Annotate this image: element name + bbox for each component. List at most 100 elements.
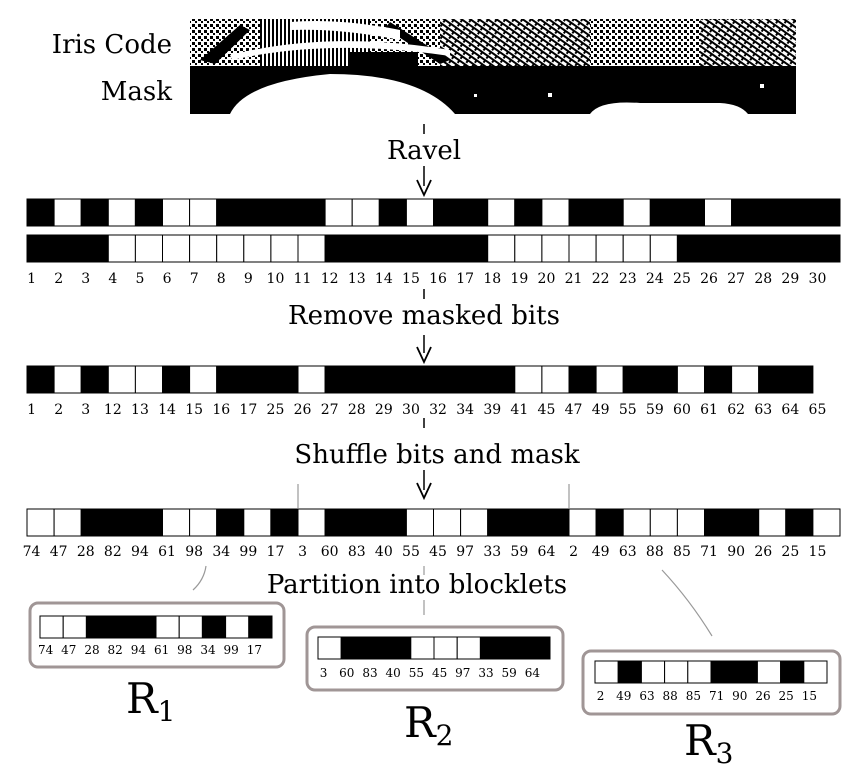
bit-index-label: 5 (135, 271, 144, 287)
bit-cell (26, 365, 55, 394)
bit-cell (456, 636, 481, 660)
bit-index-label: 94 (131, 643, 147, 657)
bit-cell (107, 365, 136, 394)
bit-cell (85, 615, 111, 639)
blocklet-bits (594, 660, 828, 684)
bit-index-label: 15 (802, 689, 817, 703)
bit-cell (785, 508, 814, 537)
bit-cell (53, 508, 82, 537)
bit-cell (243, 508, 272, 537)
bit-cell (378, 365, 407, 394)
bit-index-label: 23 (619, 271, 637, 287)
bit-index-label: 60 (673, 402, 691, 418)
bit-index-label: 2 (569, 544, 578, 560)
bit-cell (758, 234, 787, 263)
blocklet-title: R1 (126, 674, 175, 728)
bit-index-label: 18 (483, 271, 501, 287)
bit-cell (80, 198, 109, 227)
bit-index-label: 25 (267, 402, 285, 418)
bit-index-label: 29 (375, 402, 393, 418)
bit-index-label: 97 (455, 666, 470, 680)
bit-cell (26, 234, 55, 263)
bit-index-label: 17 (247, 643, 262, 657)
bit-index-label: 61 (700, 402, 718, 418)
bit-index-label: 3 (320, 666, 328, 680)
bit-cell (460, 365, 489, 394)
bit-index-label: 65 (809, 402, 827, 418)
bit-cell (378, 234, 407, 263)
bit-index-label: 15 (185, 402, 203, 418)
bit-cell (243, 234, 272, 263)
bit-index-label: 28 (348, 402, 366, 418)
bit-index-label: 55 (619, 402, 637, 418)
bit-index-label: 88 (663, 689, 678, 703)
bit-cell (134, 234, 163, 263)
blocklet-bits (317, 636, 551, 660)
bit-cell (541, 198, 570, 227)
bit-cell (53, 198, 82, 227)
bit-index-label: 25 (673, 271, 691, 287)
bit-cell (162, 508, 191, 537)
bit-index-label: 90 (727, 544, 745, 560)
bit-index-label: 47 (565, 402, 583, 418)
bit-index-label: 90 (732, 689, 747, 703)
bit-index-label: 17 (456, 271, 474, 287)
bit-cell (649, 365, 678, 394)
bit-cell (487, 365, 516, 394)
bit-index-label: 10 (267, 271, 285, 287)
bit-cell (433, 365, 462, 394)
bit-cell (340, 636, 365, 660)
bit-index-label: 16 (429, 271, 447, 287)
bit-cell (676, 198, 706, 227)
bit-cell (617, 660, 642, 684)
bit-cell (80, 365, 109, 394)
bit-cell (487, 508, 516, 537)
bit-cell (216, 234, 245, 263)
bit-cell (526, 636, 551, 660)
bit-cell (270, 508, 299, 537)
bit-cell (595, 234, 624, 263)
bit-cell (107, 198, 136, 227)
bit-cell (107, 234, 136, 263)
bit-cell (248, 615, 273, 639)
bit-index-label: 71 (700, 544, 718, 560)
bit-cell (514, 365, 543, 394)
bit-cell (243, 365, 272, 394)
bit-index-label: 85 (673, 544, 691, 560)
bit-cell (62, 615, 87, 639)
bit-index-label: 59 (502, 666, 517, 680)
bit-index-label: 27 (321, 402, 339, 418)
bit-index-label: 64 (781, 402, 799, 418)
bit-index-label: 28 (84, 643, 99, 657)
bit-cell (568, 508, 597, 537)
bit-cell (514, 198, 543, 227)
bit-index-label: 94 (131, 544, 149, 560)
bit-cell (132, 615, 157, 639)
shuffled-bits (26, 508, 841, 537)
bit-cell (664, 660, 689, 684)
bit-cell (594, 660, 619, 684)
bit-cell (26, 198, 55, 227)
bit-index-label: 45 (432, 666, 447, 680)
bit-index-label: 25 (781, 544, 799, 560)
bit-index-label: 64 (538, 544, 556, 560)
bit-index-label: 83 (362, 666, 377, 680)
bit-index-label: 64 (525, 666, 541, 680)
bit-index-label: 28 (754, 271, 772, 287)
bit-index-label: 29 (781, 271, 799, 287)
blocklet-subscript: 1 (158, 695, 176, 728)
bit-index-label: 24 (646, 271, 664, 287)
bit-cell (568, 365, 597, 394)
bit-cell (351, 365, 380, 394)
bit-cell (363, 636, 389, 660)
bit-cell (514, 508, 543, 537)
bit-cell (378, 508, 407, 537)
bit-index-label: 88 (646, 544, 664, 560)
bit-index-label: 33 (483, 544, 501, 560)
